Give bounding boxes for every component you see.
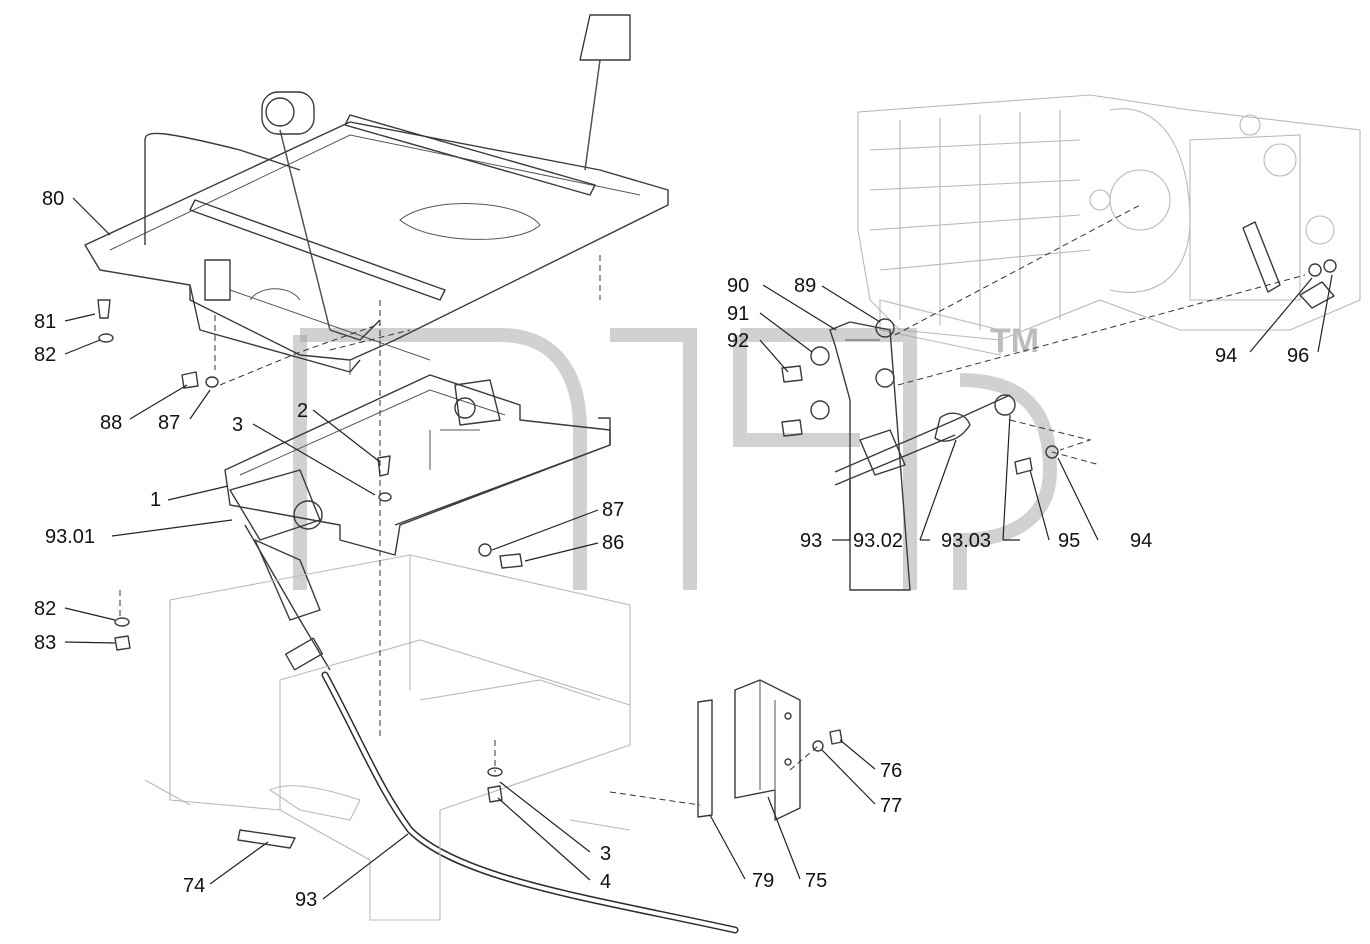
callout-86: 86 — [602, 532, 624, 554]
watermark-logo: TM — [293, 322, 1058, 590]
callout-3: 3 — [232, 414, 243, 436]
callout-89: 89 — [794, 275, 816, 297]
callout-93-01: 93.01 — [45, 526, 95, 548]
callout-82-lower: 82 — [34, 598, 56, 620]
callout-79: 79 — [752, 870, 774, 892]
callout-2: 2 — [297, 400, 308, 422]
assembly-lines — [119, 204, 1306, 806]
callout-92: 92 — [727, 330, 749, 352]
seat-rail-plate — [84, 14, 669, 375]
gearshift-linkage — [478, 318, 1059, 591]
callout-82: 82 — [34, 344, 56, 366]
callout-96: 96 — [1287, 345, 1309, 367]
callout-93-02: 93.02 — [853, 530, 903, 552]
engine-block-ghost — [857, 94, 1361, 356]
callout-77: 77 — [880, 795, 902, 817]
callout-74: 74 — [183, 875, 205, 897]
callout-90: 90 — [727, 275, 749, 297]
callout-75: 75 — [805, 870, 827, 892]
trademark-label: TM — [990, 322, 1039, 360]
callout-93-lower: 93 — [295, 889, 317, 911]
callout-93-03: 93.03 — [941, 530, 991, 552]
callout-3-lower: 3 — [600, 843, 611, 865]
callout-80: 80 — [42, 188, 64, 210]
engine-bracket — [1242, 221, 1337, 309]
callout-76: 76 — [880, 760, 902, 782]
callout-87: 87 — [158, 412, 180, 434]
callout-87-lower: 87 — [602, 499, 624, 521]
callout-93: 93 — [800, 530, 822, 552]
callout-94-right: 94 — [1130, 530, 1152, 552]
callout-88: 88 — [100, 412, 122, 434]
base-housing — [144, 554, 631, 921]
channel-bracket — [697, 679, 801, 821]
callout-labels: 80 81 82 88 87 3 2 1 93.01 87 86 82 83 9… — [34, 188, 1309, 911]
callout-83: 83 — [34, 632, 56, 654]
shift-cable — [244, 524, 739, 934]
shift-bracket — [224, 374, 611, 556]
leader-lines — [64, 197, 1333, 900]
callout-4: 4 — [600, 871, 611, 893]
callout-1: 1 — [150, 489, 161, 511]
callout-81: 81 — [34, 311, 56, 333]
callout-91: 91 — [727, 303, 749, 325]
callout-94: 94 — [1215, 345, 1237, 367]
callout-95: 95 — [1058, 530, 1080, 552]
